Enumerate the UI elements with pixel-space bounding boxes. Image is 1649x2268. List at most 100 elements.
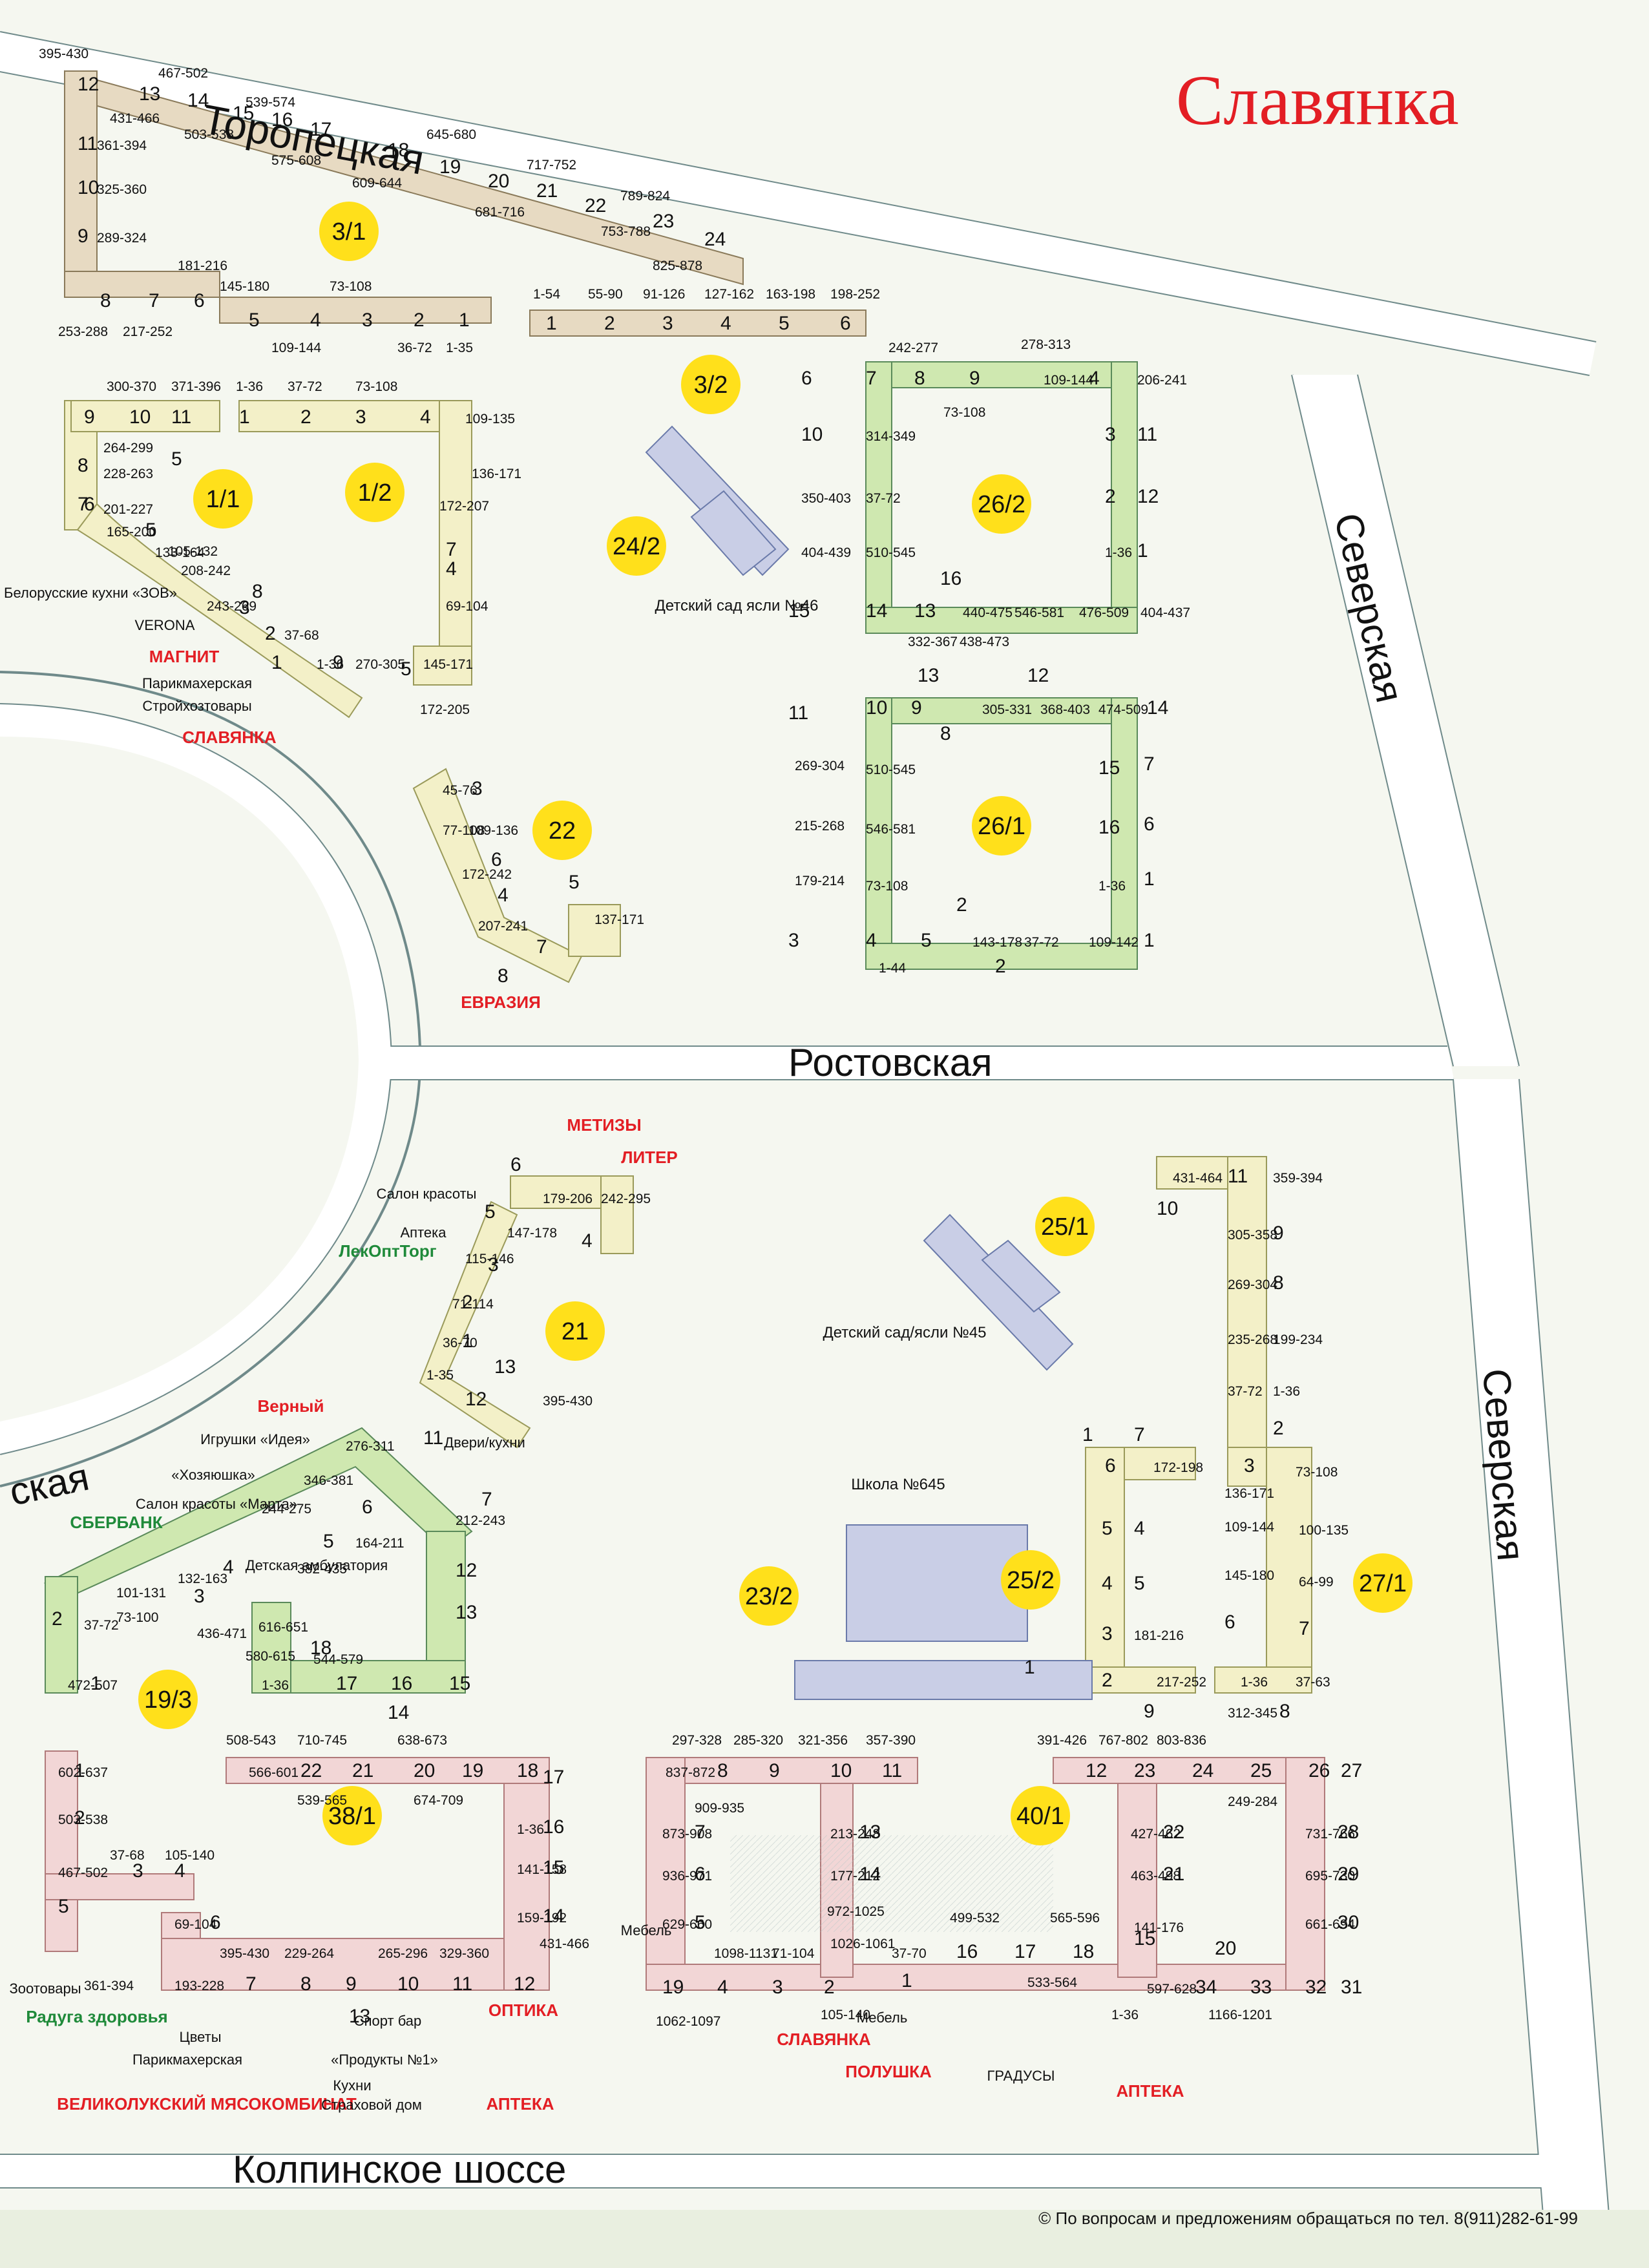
apartment-range: 1-36 [1111,2008,1139,2022]
street-name: Ростовская [788,1041,993,1084]
entrance-number: 1 [74,1760,85,1781]
entrance-number: 20 [1215,1938,1236,1959]
apartment-range: 37-72 [866,491,901,506]
entrance-number: 18 [1073,1941,1094,1962]
apartment-range: 544-579 [313,1652,363,1667]
entrance-number: 3 [772,1977,783,1998]
shop-label: Парикмахерская [132,2052,242,2068]
apartment-range: 546-581 [1014,605,1064,620]
entrance-number: 4 [498,885,509,906]
apartment-range: 145-180 [220,279,269,294]
apartment-range: 165-200 [107,525,156,540]
apartment-range: 395-430 [39,47,89,61]
apartment-range: 213-248 [830,1827,880,1842]
apartment-range: 115-146 [465,1252,514,1266]
block-number: 25/1 [1041,1213,1089,1241]
building-26-1 [865,697,1138,970]
entrance-number: 5 [58,1896,69,1917]
entrance-number: 24 [704,229,726,250]
entrance-number: 3 [1105,424,1116,445]
apartment-range: 37-63 [1296,1675,1330,1690]
entrance-number: 8 [100,290,111,311]
apartment-range: 510-545 [866,762,916,777]
apartment-range: 172-198 [1153,1460,1203,1475]
entrance-number: 5 [485,1201,496,1223]
apartment-range: 207-241 [478,919,528,934]
apartment-range: 467-502 [158,66,208,81]
apartment-range: 359-394 [1273,1171,1323,1186]
entrance-number: 15 [543,1857,564,1878]
entrance-number: 13 [918,665,939,686]
apartment-range: 143-178 [972,935,1022,950]
apartment-range: 753-788 [601,224,651,239]
entrance-number: 8 [914,368,925,389]
apartment-range: 37-72 [288,379,322,394]
entrance-number: 18 [388,140,409,161]
apartment-range: 499-532 [950,1911,1000,1926]
apartment-range: 105-140 [821,2008,870,2022]
apartment-range: 212-243 [456,1513,505,1528]
entrance-number: 2 [300,406,311,428]
entrance-number: 26 [1308,1760,1330,1781]
entrance-number: 3 [1102,1623,1113,1644]
entrance-number: 7 [446,539,457,560]
block-number: 3/2 [694,372,728,399]
apartment-range: 289-324 [97,231,147,246]
apartment-range: 565-596 [1050,1911,1100,1926]
apartment-range: 440-475 [963,605,1013,620]
entrance-number: 12 [1086,1760,1107,1781]
building-school [794,1524,1093,1700]
shop-label: Мебель [857,2010,908,2026]
apartment-range: 270-305 [355,657,405,672]
entrance-number: 8 [78,455,89,476]
entrance-number: 25 [1250,1760,1272,1781]
entrance-number: 11 [788,702,808,724]
apartment-range: 164-211 [355,1536,404,1551]
entrance-number: 17 [543,1767,564,1788]
entrance-number: 2 [414,310,425,331]
construction-area [730,1835,1053,1932]
entrance-number: 7 [1299,1618,1310,1639]
entrance-number: 3 [488,1254,499,1276]
shop-label: «Продукты №1» [331,2052,438,2068]
shop-label: Цветы [179,2029,221,2045]
entrance-number: 16 [391,1673,412,1694]
entrance-number: 22 [1163,1822,1184,1843]
entrance-number: 5 [249,310,260,331]
apartment-range: 332-367 [908,635,958,649]
apartment-range: 1-36 [517,1822,544,1837]
entrance-number: 5 [1134,1573,1145,1594]
entrance-number: 5 [921,930,932,951]
facility-label: Детский сад/ясли №45 [823,1324,986,1341]
shop-label: «Хозяюшка» [171,1467,255,1483]
apartment-range: 936-971 [662,1869,712,1884]
apartment-range: 533-564 [1027,1975,1077,1990]
apartment-range: 436-471 [197,1626,247,1641]
apartment-range: 300-370 [107,379,156,394]
entrance-number: 2 [1273,1418,1284,1439]
apartment-range: 1-35 [446,341,473,355]
apartment-range: 199-234 [1273,1332,1323,1347]
apartment-range: 909-935 [695,1801,744,1816]
apartment-range: 105-140 [165,1848,215,1863]
shop-label: ЛекОптТорг [339,1241,436,1261]
block-number: 26/1 [978,813,1025,840]
entrance-number: 12 [456,1560,477,1581]
apartment-range: 73-108 [1296,1465,1338,1480]
apartment-range: 285-320 [733,1733,783,1748]
block-number: 27/1 [1359,1570,1407,1597]
shop-label: Игрушки «Идея» [200,1431,310,1447]
apartment-range: 181-216 [1134,1628,1184,1643]
apartment-range: 357-390 [866,1733,916,1748]
entrance-number: 1 [1144,930,1155,951]
apartment-range: 1026-1061 [830,1937,895,1951]
block-number: 25/2 [1007,1567,1055,1594]
shop-label: ПОЛУШКА [845,2062,932,2081]
apartment-range: 235-268 [1228,1332,1277,1347]
apartment-range: 36-72 [397,341,432,355]
apartment-range: 45-76 [443,783,478,798]
apartment-range: 681-716 [475,205,525,220]
apartment-range: 695-730 [1305,1869,1355,1884]
entrance-number: 2 [604,313,615,334]
apartment-range: 1-36 [262,1678,289,1693]
